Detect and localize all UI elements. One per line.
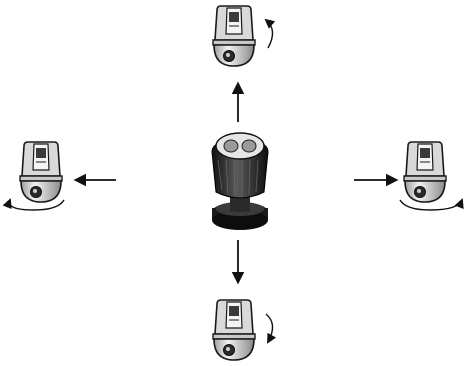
dome-camera-icon-right [399,141,464,211]
dome-camera-icon-bottom [212,299,277,361]
dome-camera-icon-top [212,5,276,67]
dome-camera-icon-left [2,141,65,211]
joystick-icon [211,132,269,230]
